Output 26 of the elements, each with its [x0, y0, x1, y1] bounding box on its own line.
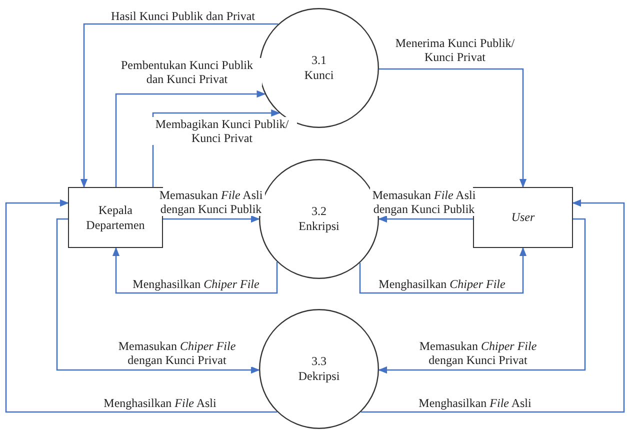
node-label: Kepala Departemen: [85, 202, 146, 232]
edge-label: Hasil Kunci Publik dan Privat: [109, 9, 257, 23]
node-label: Dekripsi: [298, 369, 340, 384]
node-label: User: [511, 210, 535, 225]
arrow: [163, 215, 260, 223]
arrow: [379, 68, 527, 188]
edge-label: Menghasilkan Chiper File: [376, 277, 508, 291]
process-number: 3.2: [312, 204, 326, 219]
process-number: 3.1: [312, 53, 326, 68]
edge-label: Menghasilkan File Asli: [416, 396, 534, 410]
edge-label: Memasukan File Asli dengan Kunci Publik: [370, 188, 478, 216]
arrow: [378, 215, 473, 223]
process-number: 3.3: [312, 354, 326, 369]
arrow: [80, 23, 278, 188]
edge-label: Memasukan File Asli dengan Kunci Publik: [157, 188, 265, 216]
arrow: [360, 199, 625, 413]
arrow: [56, 218, 260, 374]
arrow: [378, 218, 586, 374]
arrow: [115, 90, 266, 187]
node-label: Enkripsi: [298, 219, 340, 234]
edge-label: Menghasilkan File Asli: [102, 396, 218, 410]
arrow: [112, 247, 278, 294]
edge-label: Menghasilkan Chiper File: [130, 277, 262, 291]
node-label: Kunci: [304, 68, 334, 83]
arrow: [5, 199, 278, 413]
arrow: [359, 247, 527, 294]
